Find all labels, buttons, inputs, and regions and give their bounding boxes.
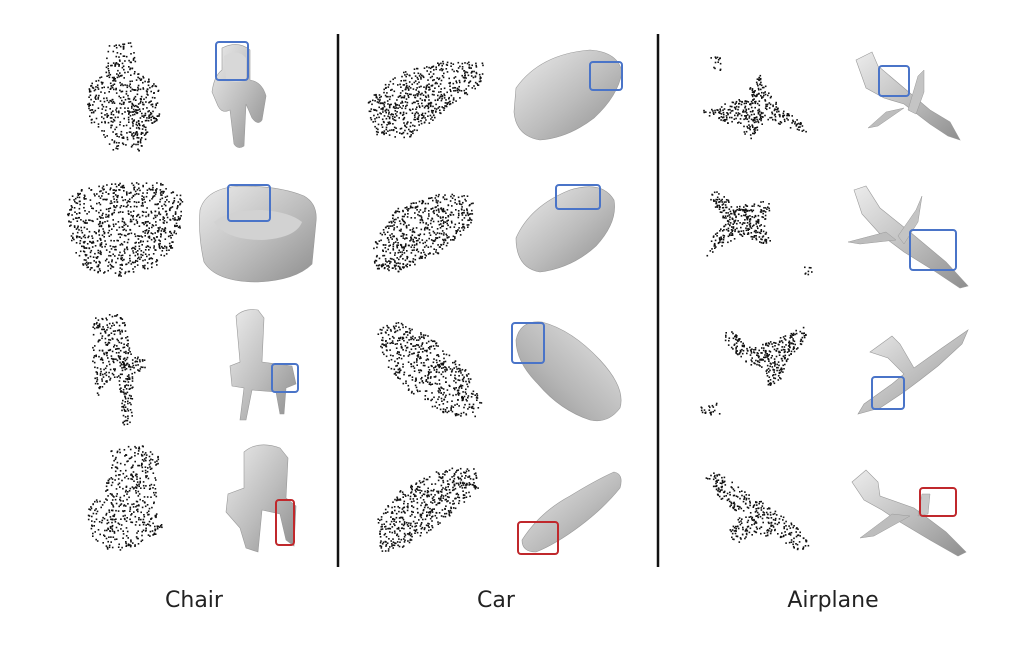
highlight-box-red: [919, 487, 957, 517]
point-cloud-chair-1: [87, 42, 161, 152]
column-label-car: Car: [477, 588, 515, 613]
point-cloud-airplane-fragment: [700, 402, 721, 416]
point-cloud-car-1: [367, 60, 484, 139]
point-cloud-chair-2: [67, 182, 184, 277]
chair-mesh-1: [211, 44, 267, 148]
car-mesh-3: [515, 321, 622, 422]
column-label-chair: Chair: [165, 588, 223, 613]
point-cloud-airplane-3: [724, 326, 807, 386]
airplane-mesh-3: [857, 329, 969, 415]
highlight-box-blue: [909, 229, 957, 271]
highlight-box-blue: [589, 61, 623, 91]
highlight-box-blue: [871, 376, 905, 410]
point-cloud-chair-4: [87, 445, 163, 551]
highlight-box-blue: [511, 322, 545, 364]
car-mesh-4: [521, 471, 622, 553]
car-mesh-1: [513, 49, 623, 141]
airplane-mesh-4: [851, 469, 967, 557]
highlight-box-red: [517, 521, 559, 555]
highlight-box-blue: [215, 41, 249, 81]
chair-mesh-4: [225, 444, 297, 553]
airplane-mesh-2: [847, 185, 969, 289]
point-cloud-airplane-4: [705, 472, 810, 551]
point-cloud-car-2: [373, 193, 474, 273]
highlight-box-blue: [555, 184, 601, 210]
point-cloud-airplane-fragment: [710, 56, 722, 71]
column-label-airplane: Airplane: [787, 588, 879, 613]
point-clouds: [67, 42, 813, 552]
highlight-box-red: [275, 499, 295, 546]
highlight-box-blue: [271, 363, 299, 393]
chair-mesh-2: [199, 185, 317, 283]
point-cloud-airplane-2: [706, 191, 771, 257]
point-cloud-car-4: [377, 467, 479, 552]
highlight-box-blue: [878, 65, 910, 97]
point-cloud-chair-3: [92, 314, 146, 426]
point-cloud-airplane-fragment: [804, 266, 813, 276]
point-cloud-airplane-1: [703, 74, 807, 140]
point-cloud-car-3: [377, 322, 483, 418]
highlight-box-blue: [227, 184, 271, 222]
